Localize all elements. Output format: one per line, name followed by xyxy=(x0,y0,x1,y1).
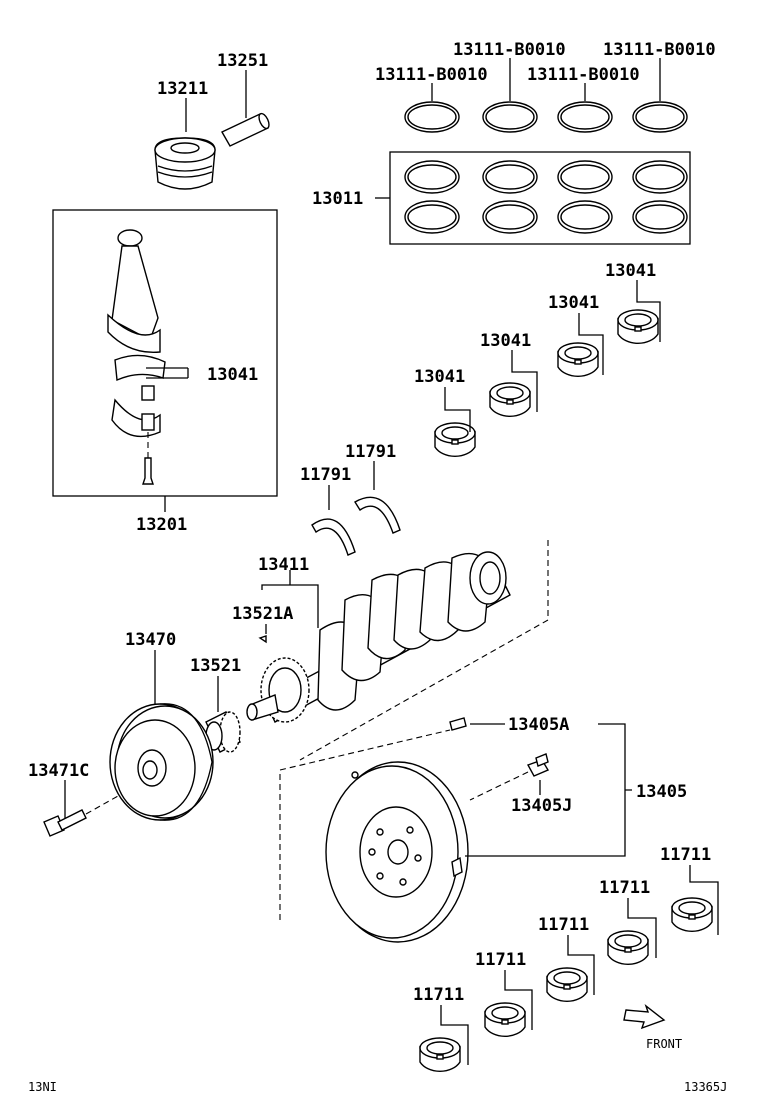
main-bearing-2 xyxy=(484,970,533,1038)
upper-bearing-1 xyxy=(434,387,476,458)
crankshaft-icon xyxy=(261,540,549,761)
label-main-4: 11711 xyxy=(599,878,650,898)
corner-code-left: 13NI xyxy=(28,1080,57,1094)
label-ring-d: 13111-B0010 xyxy=(603,40,716,60)
piston-rings-top xyxy=(404,58,688,133)
label-flywheel: 13405 xyxy=(636,782,687,802)
label-thrust-2: 11791 xyxy=(345,442,396,462)
flywheel-leader xyxy=(465,723,632,857)
thrust-washer-1 xyxy=(311,485,356,556)
label-bearing-4: 13041 xyxy=(605,261,656,281)
label-pulley: 13470 xyxy=(125,630,176,650)
label-crankshaft: 13411 xyxy=(258,555,309,575)
corner-code-right: 13365J xyxy=(684,1080,727,1094)
label-bearing-2: 13041 xyxy=(480,331,531,351)
upper-bearing-3 xyxy=(557,313,604,378)
timing-gear-icon xyxy=(205,676,241,753)
label-piston: 13211 xyxy=(157,79,208,99)
main-bearing-4 xyxy=(607,898,657,966)
upper-bearing-4 xyxy=(617,280,661,345)
label-gear: 13521 xyxy=(190,656,241,676)
label-dowel: 13405A xyxy=(508,715,569,735)
label-fw-bolt: 13405J xyxy=(511,796,572,816)
pulley-bolt-icon xyxy=(43,780,119,837)
label-ring-a: 13111-B0010 xyxy=(375,65,488,85)
label-main-5: 11711 xyxy=(660,845,711,865)
front-arrow-icon xyxy=(623,1004,666,1030)
flywheel-icon xyxy=(279,729,469,943)
piston-pin-icon xyxy=(221,70,270,147)
label-ring-c: 13111-B0010 xyxy=(527,65,640,85)
label-bearing-1: 13041 xyxy=(414,367,465,387)
label-pulley-bolt: 13471C xyxy=(28,761,89,781)
label-main-3: 11711 xyxy=(538,915,589,935)
dowel-pin-icon xyxy=(449,717,505,731)
label-rod-bearing: 13041 xyxy=(207,365,258,385)
piston-icon xyxy=(154,98,216,190)
main-bearing-5 xyxy=(671,865,719,935)
main-bearing-1 xyxy=(419,1005,469,1073)
thrust-washer-2 xyxy=(354,461,401,534)
flywheel-bolt-icon xyxy=(469,753,550,801)
crank-sprocket-icon xyxy=(246,624,310,723)
label-pin: 13251 xyxy=(217,51,268,71)
label-main-1: 11711 xyxy=(413,985,464,1005)
label-bearing-3: 13041 xyxy=(548,293,599,313)
ring-set-box xyxy=(375,151,691,245)
label-conrod: 13201 xyxy=(136,515,187,535)
upper-bearing-2 xyxy=(489,350,538,418)
conrod-box xyxy=(52,209,278,512)
label-front: FRONT xyxy=(646,1037,682,1051)
label-thrust-1: 11791 xyxy=(300,465,351,485)
label-ring-set: 13011 xyxy=(312,189,363,209)
main-bearing-3 xyxy=(546,935,595,1003)
crank-pulley-icon xyxy=(109,650,214,821)
label-ring-b: 13111-B0010 xyxy=(453,40,566,60)
label-main-2: 11711 xyxy=(475,950,526,970)
label-key: 13521A xyxy=(232,604,293,624)
